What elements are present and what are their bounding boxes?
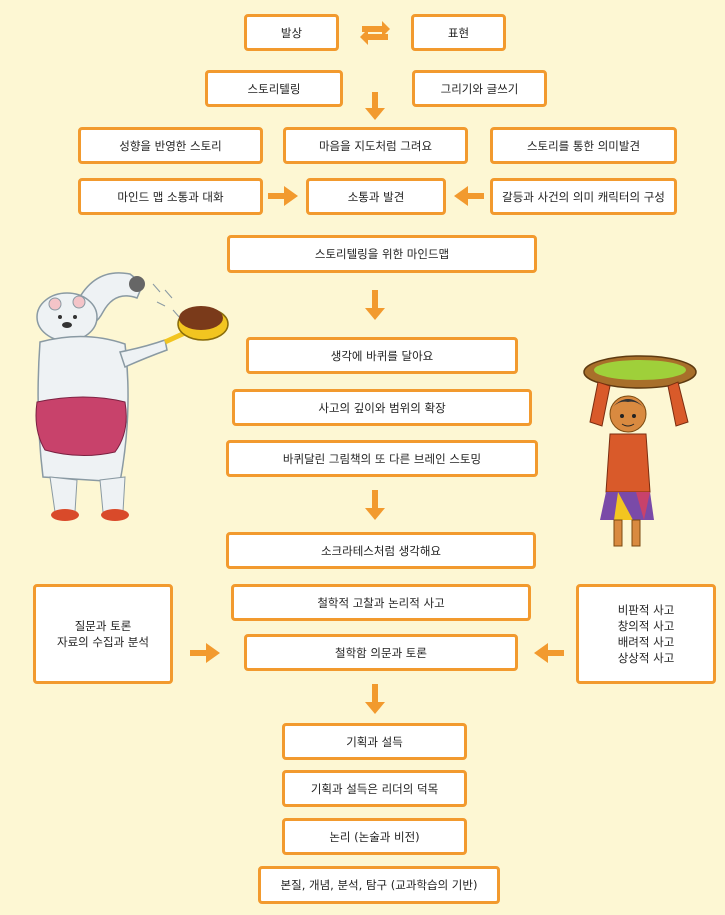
box-expression: 표현 [411,14,506,51]
exchange-arrows-icon [360,21,390,45]
right-arrow-icon [190,643,220,663]
box-wheel-thinking: 생각에 바퀴를 달아요 [246,337,518,374]
box-communication-discovery: 소통과 발견 [306,178,446,215]
box-socrates: 소크라테스처럼 생각해요 [226,532,536,569]
box-storytelling-mindmap: 스토리텔링을 위한 마인드맵 [227,235,537,273]
polar-bear-illustration [35,272,229,521]
side-left-line1: 질문과 토론 [74,619,132,633]
down-arrow-icon [365,290,385,320]
left-arrow-icon [534,643,564,663]
box-brainstorming: 바퀴달린 그림책의 또 다른 브레인 스토밍 [226,440,538,477]
box-conflict-character: 갈등과 사건의 의미 캐릭터의 구성 [490,178,677,215]
box-essence-concepts: 본질, 개념, 분석, 탐구 (교과학습의 기반) [258,866,500,904]
box-drawing-writing: 그리기와 글쓰기 [412,70,547,107]
side-left-line2: 자료의 수집과 분석 [57,635,149,649]
side-right-line1: 비판적 사고 [617,603,675,617]
box-planning-persuasion: 기획과 설득 [282,723,467,760]
box-depth-range: 사고의 깊이와 범위의 확장 [232,389,532,426]
box-mindmap-communication: 마인드 맵 소통과 대화 [78,178,263,215]
box-logic-vision: 논리 (논술과 비전) [282,818,467,855]
side-right-line2: 창의적 사고 [617,619,675,633]
side-right-line4: 상상적 사고 [617,651,675,665]
box-draw-mind-map: 마음을 지도처럼 그려요 [283,127,468,164]
side-right-line3: 배려적 사고 [617,635,675,649]
box-ideation: 발상 [244,14,339,51]
down-arrow-icon [365,490,385,520]
box-philosophical-logic: 철학적 고찰과 논리적 사고 [231,584,531,621]
box-storytelling: 스토리텔링 [205,70,343,107]
down-arrow-icon [365,92,385,120]
box-leader-virtue: 기획과 설득은 리더의 덕목 [282,770,467,807]
girl-basket-illustration [583,355,697,547]
box-philosophy-discussion: 철학함 의문과 토론 [244,634,518,671]
box-question-discussion: 질문과 토론 자료의 수집과 분석 [33,584,173,684]
down-arrow-icon [365,684,385,714]
right-arrow-icon [268,186,298,206]
left-arrow-icon [454,186,484,206]
box-personality-story: 성향을 반영한 스토리 [78,127,263,164]
box-meaning-discovery: 스토리를 통한 의미발견 [490,127,677,164]
box-thinking-types: 비판적 사고 창의적 사고 배려적 사고 상상적 사고 [576,584,716,684]
